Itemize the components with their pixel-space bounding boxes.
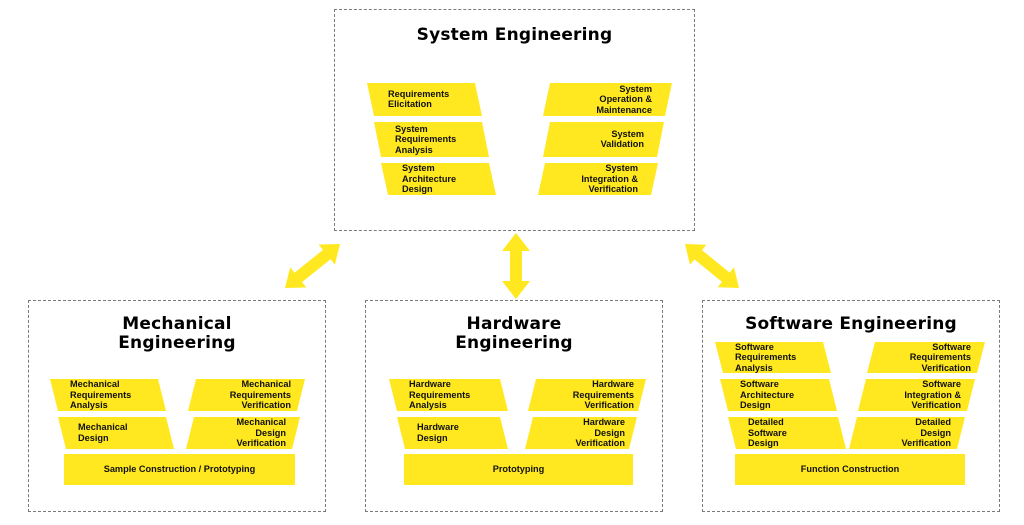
step-label: System Operation & Maintenance [596, 83, 652, 115]
step-shape [525, 417, 637, 449]
step-label: System Integration & Verification [581, 163, 638, 195]
step-label: Mechanical Requirements Verification [229, 379, 291, 411]
step-label: Software Architecture Design [740, 379, 795, 411]
step-shape [367, 83, 482, 116]
step-shape [849, 417, 965, 449]
arrow-system-mechanical-icon [285, 244, 340, 288]
step-shape [389, 379, 508, 411]
hardware-right-step-2: Hardware Design Verification [525, 417, 637, 449]
step-shape [528, 379, 646, 411]
step-shape [715, 342, 831, 373]
mechanical-left-step-2: Mechanical Design [58, 417, 174, 449]
step-label: Hardware Requirements Verification [572, 379, 634, 411]
step-label: Software Requirements Analysis [735, 341, 797, 373]
step-shape [538, 163, 658, 195]
step-shape [188, 379, 305, 411]
step-label: System Validation [600, 128, 644, 150]
step-label: Hardware Design [417, 422, 459, 443]
system-left-step-2: System Requirements Analysis [374, 122, 489, 157]
system-engineering-title: System Engineering [416, 25, 613, 45]
step-label: System Requirements Analysis [395, 123, 457, 155]
step-shape [397, 417, 508, 449]
software-right-step-1: Software Requirements Verification [867, 342, 985, 373]
mechanical-bar: Sample Construction / Prototyping [64, 454, 295, 485]
system-left-step-1: Requirements Elicitation [367, 83, 482, 116]
step-label: Prototyping [492, 464, 545, 475]
software-right-step-2: Software Integration & Verification [858, 379, 975, 411]
step-shape [720, 379, 837, 411]
step-shape [404, 454, 633, 485]
step-label: Sample Construction / Prototyping [103, 464, 256, 475]
step-shape [381, 163, 496, 195]
step-shape [543, 83, 672, 116]
software-right-step-3: Detailed Design Verification [849, 417, 965, 449]
step-shape [50, 379, 166, 411]
software-left-step-3: Detailed Software Design [728, 417, 846, 449]
step-shape [543, 122, 664, 157]
step-label: Detailed Design Verification [901, 417, 951, 449]
mechanical-left-step-1: Mechanical Requirements Analysis [50, 379, 166, 411]
arrow-system-software-icon [685, 244, 739, 288]
step-label: Hardware Requirements Analysis [409, 379, 471, 411]
step-label: Hardware Design Verification [575, 417, 625, 449]
step-label: Detailed Software Design [748, 417, 787, 449]
mechanical-right-step-1: Mechanical Requirements Verification [188, 379, 305, 411]
step-label: Software Requirements Verification [909, 341, 971, 373]
hardware-right-step-1: Hardware Requirements Verification [528, 379, 646, 411]
step-label: Requirements Elicitation [388, 88, 450, 110]
step-shape [735, 454, 965, 485]
hardware-left-step-2: Hardware Design [397, 417, 508, 449]
step-shape [374, 122, 489, 157]
system-right-step-1: System Operation & Maintenance [543, 83, 672, 116]
hardware-bar: Prototyping [404, 454, 633, 485]
step-shape [64, 454, 295, 485]
step-shape [186, 417, 300, 449]
software-left-step-2: Software Architecture Design [720, 379, 837, 411]
system-left-step-3: System Architecture Design [381, 163, 496, 195]
arrow-system-hardware-icon [502, 233, 530, 299]
hardware-left-step-1: Hardware Requirements Analysis [389, 379, 508, 411]
step-shape [867, 342, 985, 373]
step-label: Mechanical Requirements Analysis [70, 379, 132, 411]
software-engineering-title: Software Engineering [745, 314, 957, 334]
step-shape [858, 379, 975, 411]
mechanical-right-step-2: Mechanical Design Verification [186, 417, 300, 449]
software-left-step-1: Software Requirements Analysis [715, 342, 831, 373]
mechanical-engineering-title: Mechanical Engineering [118, 314, 236, 353]
step-label: Mechanical Design Verification [236, 417, 286, 449]
software-bar: Function Construction [735, 454, 965, 485]
step-shape [728, 417, 846, 449]
step-label: Mechanical Design [78, 422, 128, 443]
step-shape [58, 417, 174, 449]
step-label: Software Integration & Verification [904, 379, 961, 411]
system-right-step-2: System Validation [543, 122, 664, 157]
hardware-engineering-title: Hardware Engineering [455, 314, 573, 353]
step-label: Function Construction [800, 464, 900, 475]
step-label: System Architecture Design [402, 163, 457, 195]
system-right-step-3: System Integration & Verification [538, 163, 658, 195]
